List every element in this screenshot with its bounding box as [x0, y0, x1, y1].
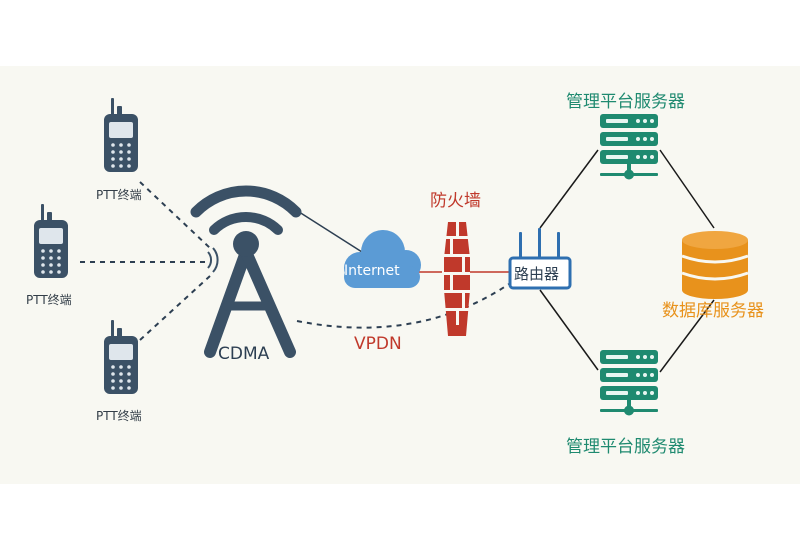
- mgmt-server-label: 管理平台服务器: [566, 437, 685, 457]
- internet-label: Internet: [344, 263, 400, 279]
- ptt-terminal-label: PTT终端: [26, 293, 72, 307]
- vpdn-label: VPDN: [354, 334, 402, 354]
- walkie-talkie-icon: [104, 98, 138, 172]
- firewall-label: 防火墙: [430, 191, 481, 211]
- server-rack-icon: [600, 350, 658, 416]
- tower-to-internet-link: [295, 209, 363, 253]
- database-server-label: 数据库服务器: [662, 301, 764, 321]
- walkie-talkie-icon: [104, 320, 138, 394]
- ptt-bot-to-tower-link: [139, 275, 211, 341]
- mgmt-bot-to-db-link: [659, 299, 715, 373]
- cdma-label: CDMA: [218, 344, 270, 364]
- mgmt-server-label: 管理平台服务器: [566, 92, 685, 112]
- router-label: 路由器: [514, 265, 560, 283]
- ptt-terminal-label: PTT终端: [96, 409, 142, 423]
- cloud-icon: [344, 230, 421, 288]
- router-to-mgmt-bot-link: [539, 289, 599, 371]
- ptt-top-to-tower-link: [139, 181, 211, 249]
- server-rack-icon: [600, 114, 658, 180]
- router-to-mgmt-top-link: [539, 149, 599, 229]
- router-icon: [508, 228, 572, 290]
- database-icon: [681, 231, 749, 299]
- cell-tower-icon: [190, 185, 302, 358]
- mgmt-top-to-db-link: [659, 149, 715, 229]
- connections: [80, 149, 715, 373]
- ptt-terminal-label: PTT终端: [96, 188, 142, 202]
- walkie-talkie-icon: [34, 204, 68, 278]
- firewall-icon: [444, 222, 470, 336]
- vpdn-link: [296, 281, 513, 329]
